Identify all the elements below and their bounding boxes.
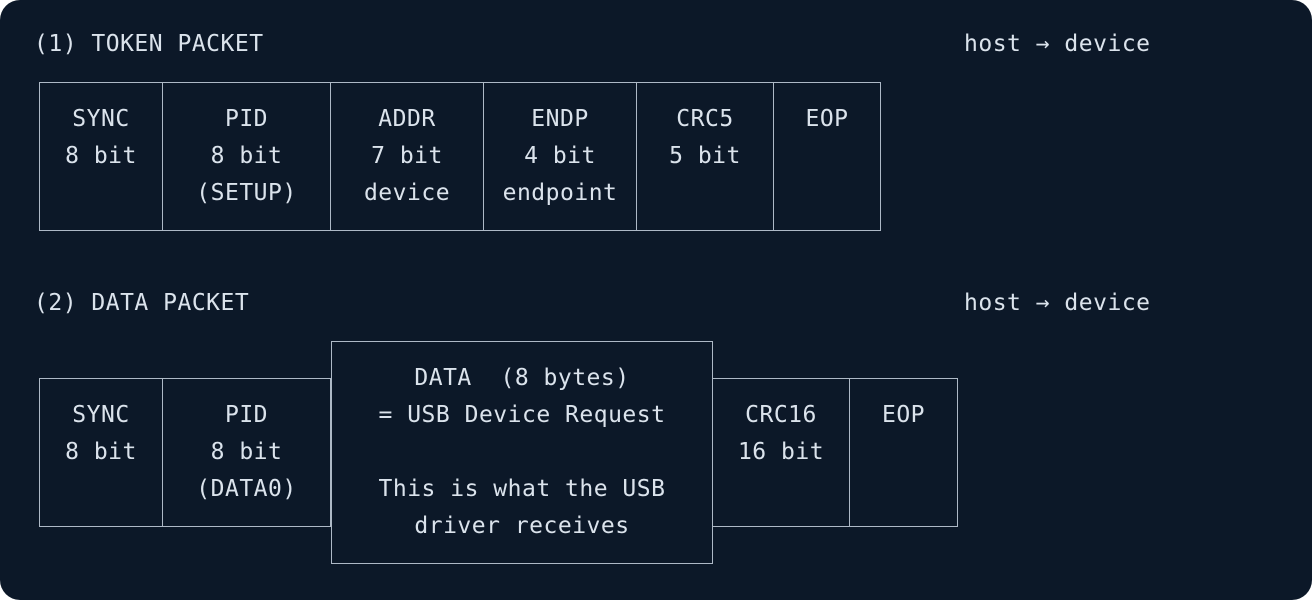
token-field-crc5-size: 5 bit (669, 143, 741, 169)
data-field-pid: PID 8 bit (DATA0) (163, 378, 331, 527)
token-field-eop-name: EOP (805, 106, 849, 132)
token-packet-title: (1) TOKEN PACKET (34, 31, 264, 57)
data-payload-note-line2: driver receives (414, 513, 630, 539)
token-field-pid-size: 8 bit (210, 143, 283, 169)
token-field-sync: SYNC 8 bit (39, 82, 163, 231)
data-field-pid-note: (DATA0) (196, 476, 297, 502)
token-field-endp-size: 4 bit (524, 143, 596, 169)
data-field-sync-size: 8 bit (65, 439, 137, 465)
data-field-eop-name: EOP (881, 402, 926, 428)
token-packet-direction: host → device (964, 31, 1151, 57)
data-field-pid-name: PID (224, 402, 269, 428)
data-payload-description: = USB Device Request (378, 402, 666, 428)
data-field-eop: EOP (850, 378, 958, 527)
data-field-crc16-size: 16 bit (737, 439, 825, 465)
data-field-crc16-name: CRC16 (745, 402, 817, 428)
token-field-crc5: CRC5 5 bit (637, 82, 774, 231)
token-field-endp-note: endpoint (502, 180, 618, 206)
data-packet-direction: host → device (964, 290, 1151, 316)
data-field-pid-size: 8 bit (210, 439, 283, 465)
token-field-endp: ENDP 4 bit endpoint (484, 82, 637, 231)
data-packet-title: (2) DATA PACKET (34, 290, 250, 316)
token-field-pid-name: PID (224, 106, 269, 132)
token-field-pid-note: (SETUP) (196, 180, 297, 206)
token-field-sync-name: SYNC (72, 106, 130, 132)
data-payload-box: DATA (8 bytes) = USB Device Request This… (331, 341, 713, 564)
token-field-pid: PID 8 bit (SETUP) (163, 82, 331, 231)
data-field-sync: SYNC 8 bit (39, 378, 163, 527)
token-field-endp-name: ENDP (531, 106, 589, 132)
data-payload-note-line1: This is what the USB (378, 476, 666, 502)
token-field-eop: EOP (774, 82, 881, 231)
token-field-addr-size: 7 bit (371, 143, 443, 169)
token-field-crc5-name: CRC5 (676, 106, 734, 132)
token-field-addr-name: ADDR (378, 106, 436, 132)
token-field-addr: ADDR 7 bit device (331, 82, 484, 231)
data-field-sync-name: SYNC (72, 402, 130, 428)
data-field-crc16: CRC16 16 bit (713, 378, 850, 527)
data-payload-title: DATA (8 bytes) (414, 365, 630, 391)
token-field-sync-size: 8 bit (65, 143, 137, 169)
token-field-addr-note: device (363, 180, 451, 206)
